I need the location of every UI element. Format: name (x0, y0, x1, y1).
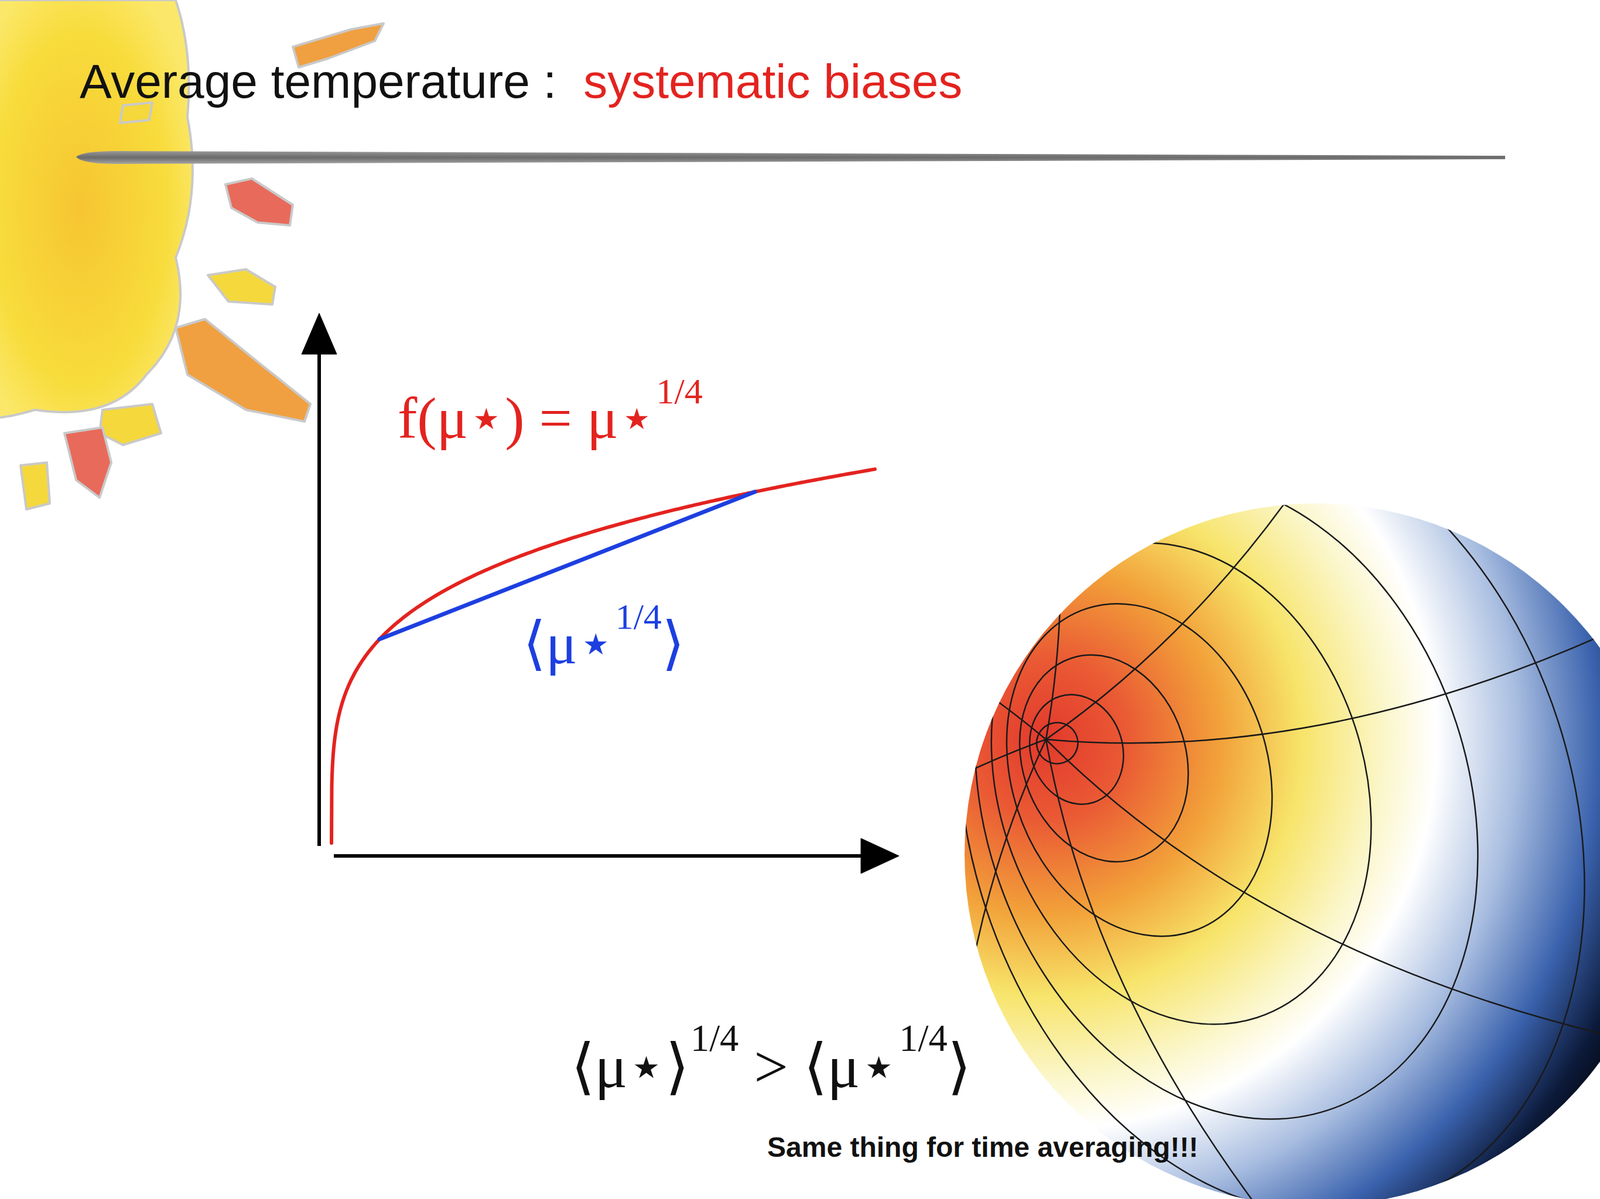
exponent: 1/4 (898, 1017, 947, 1061)
math-text: ⟩ (947, 1030, 972, 1103)
average-formula: ⟨μ⋆1/4⟩ (522, 609, 685, 678)
power-curve (331, 469, 875, 844)
math-text: ⟩ (661, 609, 685, 678)
slide-title: Average temperature : (79, 54, 557, 108)
inequality-formula: ⟨μ⋆⟩1/4> ⟨μ⋆1/4⟩ (571, 1030, 972, 1103)
exponent: 1/4 (615, 596, 662, 638)
planet (330, 0, 1600, 1199)
math-text: > ⟨μ⋆ (753, 1030, 898, 1103)
math-text: f(μ⋆) = μ⋆ (397, 383, 656, 453)
graph-axes (301, 313, 899, 874)
math-text: ⟨μ⋆ (522, 609, 615, 678)
curve-formula: f(μ⋆) = μ⋆1/4 (397, 383, 703, 453)
note-text: Same thing for time averaging!!! (767, 1131, 1199, 1164)
exponent: 1/4 (690, 1017, 739, 1061)
title-row: Average temperature : systematic biases (79, 53, 963, 109)
title-rule (76, 151, 1506, 164)
math-text: ⟨μ⋆⟩ (571, 1030, 690, 1103)
exponent: 1/4 (656, 370, 703, 413)
title-highlight: systematic biases (583, 54, 963, 108)
